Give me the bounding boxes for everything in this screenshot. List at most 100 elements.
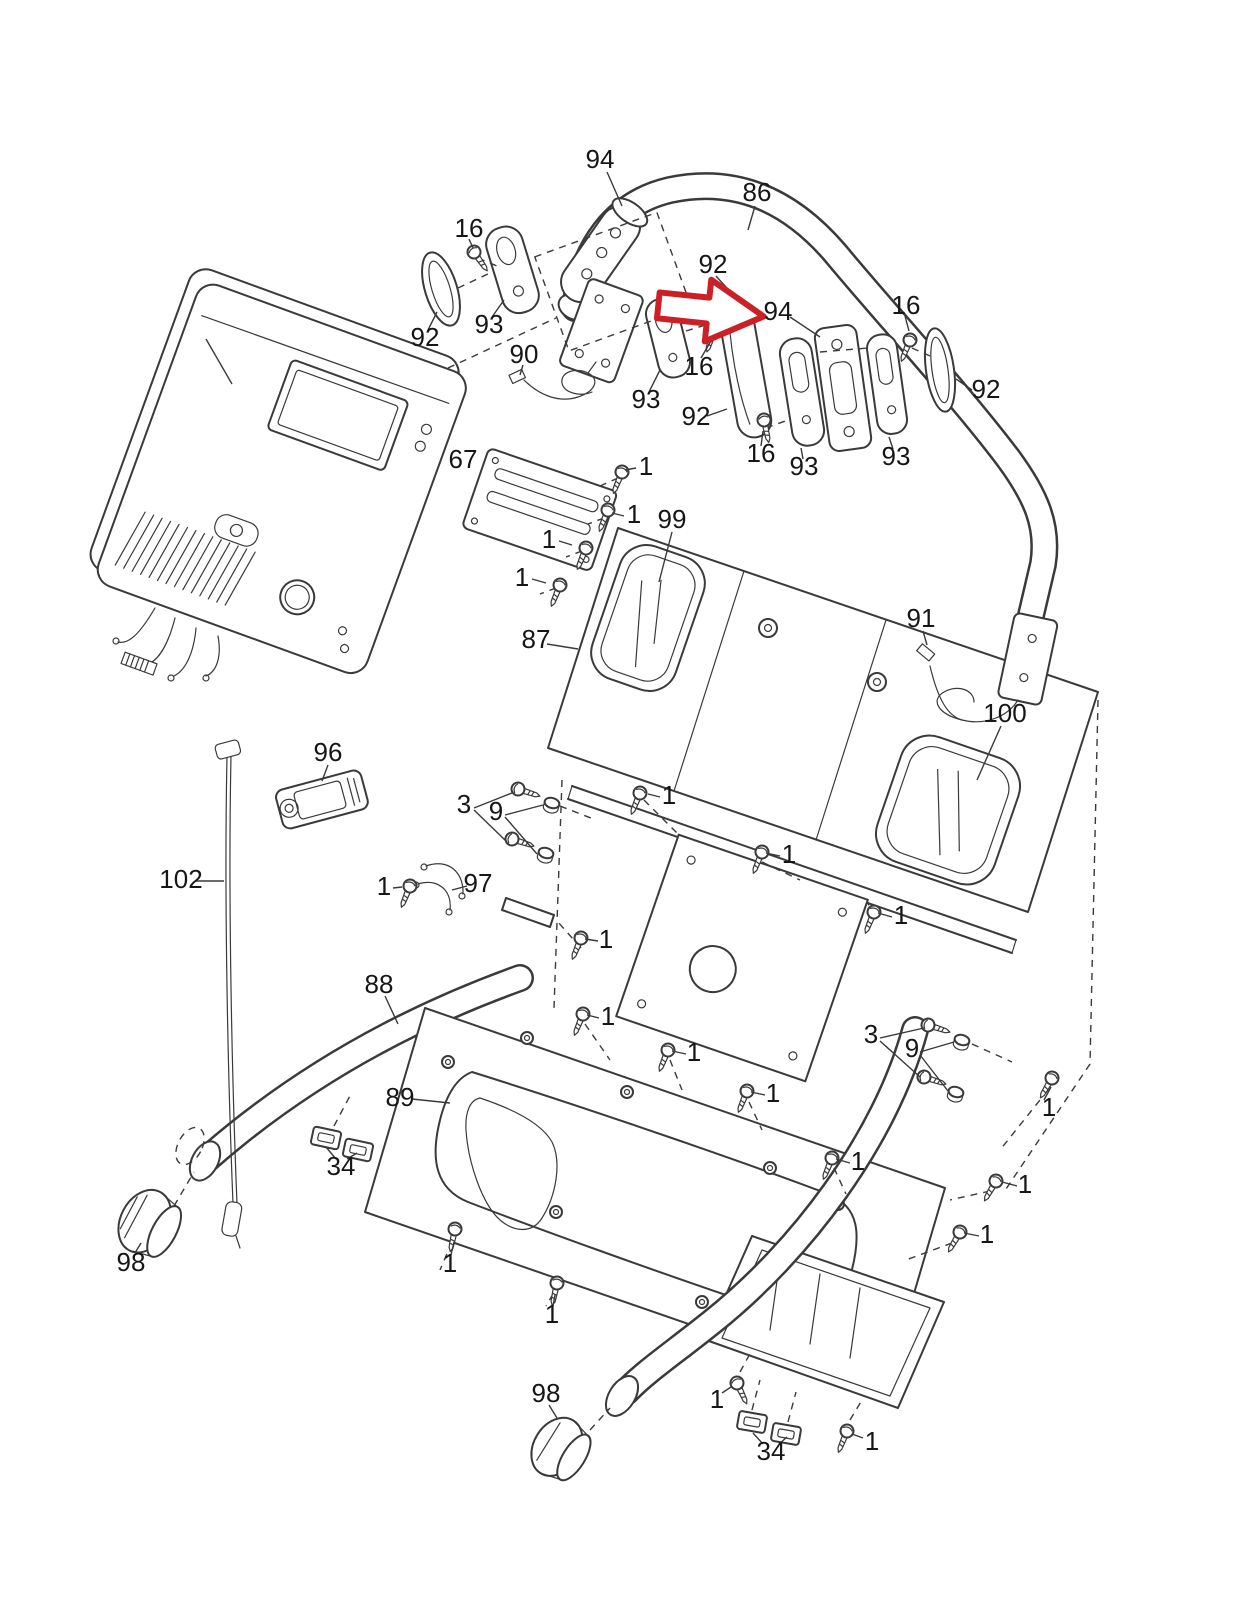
highlight-arrow <box>653 276 767 345</box>
panel-87 <box>547 527 1099 913</box>
plate-93-left <box>485 225 540 315</box>
screw <box>831 1421 857 1456</box>
rod-102 <box>214 739 243 1249</box>
screw <box>727 1373 754 1408</box>
part-label-87: 87 <box>522 624 551 654</box>
screw <box>567 1004 593 1039</box>
console-wires <box>112 607 220 682</box>
part-label-1: 1 <box>545 1299 559 1329</box>
endcap-92-left <box>421 251 461 327</box>
part-label-34: 34 <box>757 1436 786 1466</box>
wires-97 <box>412 863 466 916</box>
clip-34 <box>309 1125 343 1151</box>
part-label-88: 88 <box>365 969 394 999</box>
screw <box>508 779 543 804</box>
part-label-9: 9 <box>905 1033 919 1063</box>
part-label-3: 3 <box>457 789 471 819</box>
part-label-93: 93 <box>790 451 819 481</box>
screw <box>544 575 570 610</box>
small-bar <box>501 897 555 928</box>
locknut <box>541 795 562 816</box>
console-screen <box>267 359 409 471</box>
part-label-1: 1 <box>627 499 641 529</box>
part-label-98: 98 <box>117 1247 146 1277</box>
plate-93-right-c <box>866 333 909 435</box>
part-label-1: 1 <box>980 1219 994 1249</box>
opening-99 <box>590 544 706 692</box>
screw <box>731 1081 757 1116</box>
clip-34 <box>735 1409 769 1435</box>
part-label-102: 102 <box>159 864 202 894</box>
part-label-1: 1 <box>542 524 556 554</box>
endcap-92-right <box>923 327 957 413</box>
part-label-100: 100 <box>983 698 1026 728</box>
part-label-1: 1 <box>1018 1169 1032 1199</box>
part-label-1: 1 <box>851 1146 865 1176</box>
part-label-1: 1 <box>443 1248 457 1278</box>
part-label-34: 34 <box>327 1151 356 1181</box>
part-label-90: 90 <box>510 339 539 369</box>
bracket-67 <box>462 448 618 571</box>
wire-91 <box>916 643 1019 723</box>
console-85 <box>89 268 467 682</box>
screw <box>652 1040 678 1075</box>
part-label-89: 89 <box>386 1082 415 1112</box>
part-label-9: 9 <box>489 796 503 826</box>
part-label-92: 92 <box>699 249 728 279</box>
part-label-1: 1 <box>782 839 796 869</box>
part-label-16: 16 <box>455 213 484 243</box>
mount-plate-left <box>559 278 644 384</box>
part-label-16: 16 <box>685 351 714 381</box>
opening-100 <box>875 734 1021 886</box>
part-label-93: 93 <box>475 309 504 339</box>
screw <box>914 1067 949 1092</box>
part-label-1: 1 <box>766 1078 780 1108</box>
part-label-94: 94 <box>586 144 615 174</box>
part-label-97: 97 <box>464 868 493 898</box>
part-label-67: 67 <box>449 444 478 474</box>
part-label-1: 1 <box>687 1037 701 1067</box>
screw <box>977 1171 1006 1206</box>
part-label-96: 96 <box>314 737 343 767</box>
part-label-16: 16 <box>747 438 776 468</box>
screw <box>941 1222 970 1257</box>
part-label-1: 1 <box>865 1426 879 1456</box>
locknut <box>945 1084 966 1105</box>
part-label-16: 16 <box>892 290 921 320</box>
part-label-1: 1 <box>377 871 391 901</box>
motor-96 <box>275 769 369 830</box>
part-label-86: 86 <box>743 177 772 207</box>
part-label-3: 3 <box>864 1019 878 1049</box>
part-label-1: 1 <box>662 780 676 810</box>
part-label-1: 1 <box>1042 1092 1056 1122</box>
frame-tube-right-88 <box>604 1016 929 1417</box>
foot-cap-98-left <box>117 1188 183 1258</box>
part-label-99: 99 <box>658 504 687 534</box>
part-label-94: 94 <box>764 296 793 326</box>
plate-93-right-b <box>778 337 826 447</box>
leader-lines <box>134 171 1052 1445</box>
part-label-1: 1 <box>639 451 653 481</box>
part-label-91: 91 <box>907 603 936 633</box>
frame-tube-left-88 <box>188 964 534 1182</box>
part-label-92: 92 <box>972 374 1001 404</box>
part-label-1: 1 <box>515 562 529 592</box>
part-label-98: 98 <box>532 1378 561 1408</box>
part-label-92: 92 <box>682 401 711 431</box>
part-label-93: 93 <box>882 441 911 471</box>
part-label-1: 1 <box>599 924 613 954</box>
part-label-1: 1 <box>710 1384 724 1414</box>
part-label-93: 93 <box>632 384 661 414</box>
part-label-1: 1 <box>601 1001 615 1031</box>
middle-plate <box>615 833 869 1083</box>
dashed-guides <box>173 211 1099 1431</box>
part-label-92: 92 <box>411 322 440 352</box>
locknut <box>951 1032 972 1053</box>
foot-cap-98-bottom <box>530 1416 592 1482</box>
speaker-grille <box>114 511 256 606</box>
bracket-94-right <box>813 323 873 453</box>
locknut <box>535 845 556 866</box>
